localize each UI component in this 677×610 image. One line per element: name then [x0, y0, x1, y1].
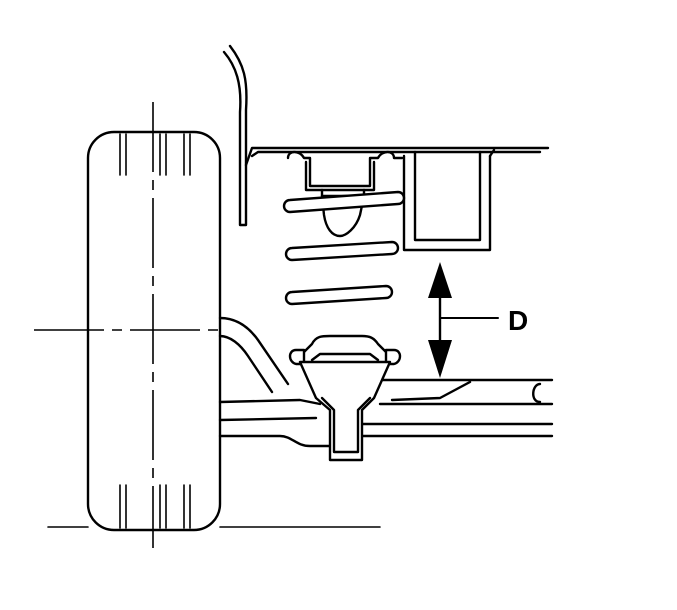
lower-bump-stop-bracket [288, 334, 402, 462]
wheel-centerlines [34, 102, 381, 548]
tire-tread-top [119, 133, 191, 176]
dimension-d: D [428, 262, 528, 378]
tire [86, 130, 222, 532]
dimension-arrow-down [428, 340, 452, 378]
frame-rail [244, 146, 550, 252]
axle [218, 316, 554, 448]
spring-bars [282, 190, 406, 306]
dimension-label: D [508, 305, 528, 336]
dimension-arrow-up [428, 262, 452, 298]
tire-outline [86, 130, 222, 532]
tire-tread-bottom [119, 484, 191, 529]
fender [222, 44, 248, 227]
